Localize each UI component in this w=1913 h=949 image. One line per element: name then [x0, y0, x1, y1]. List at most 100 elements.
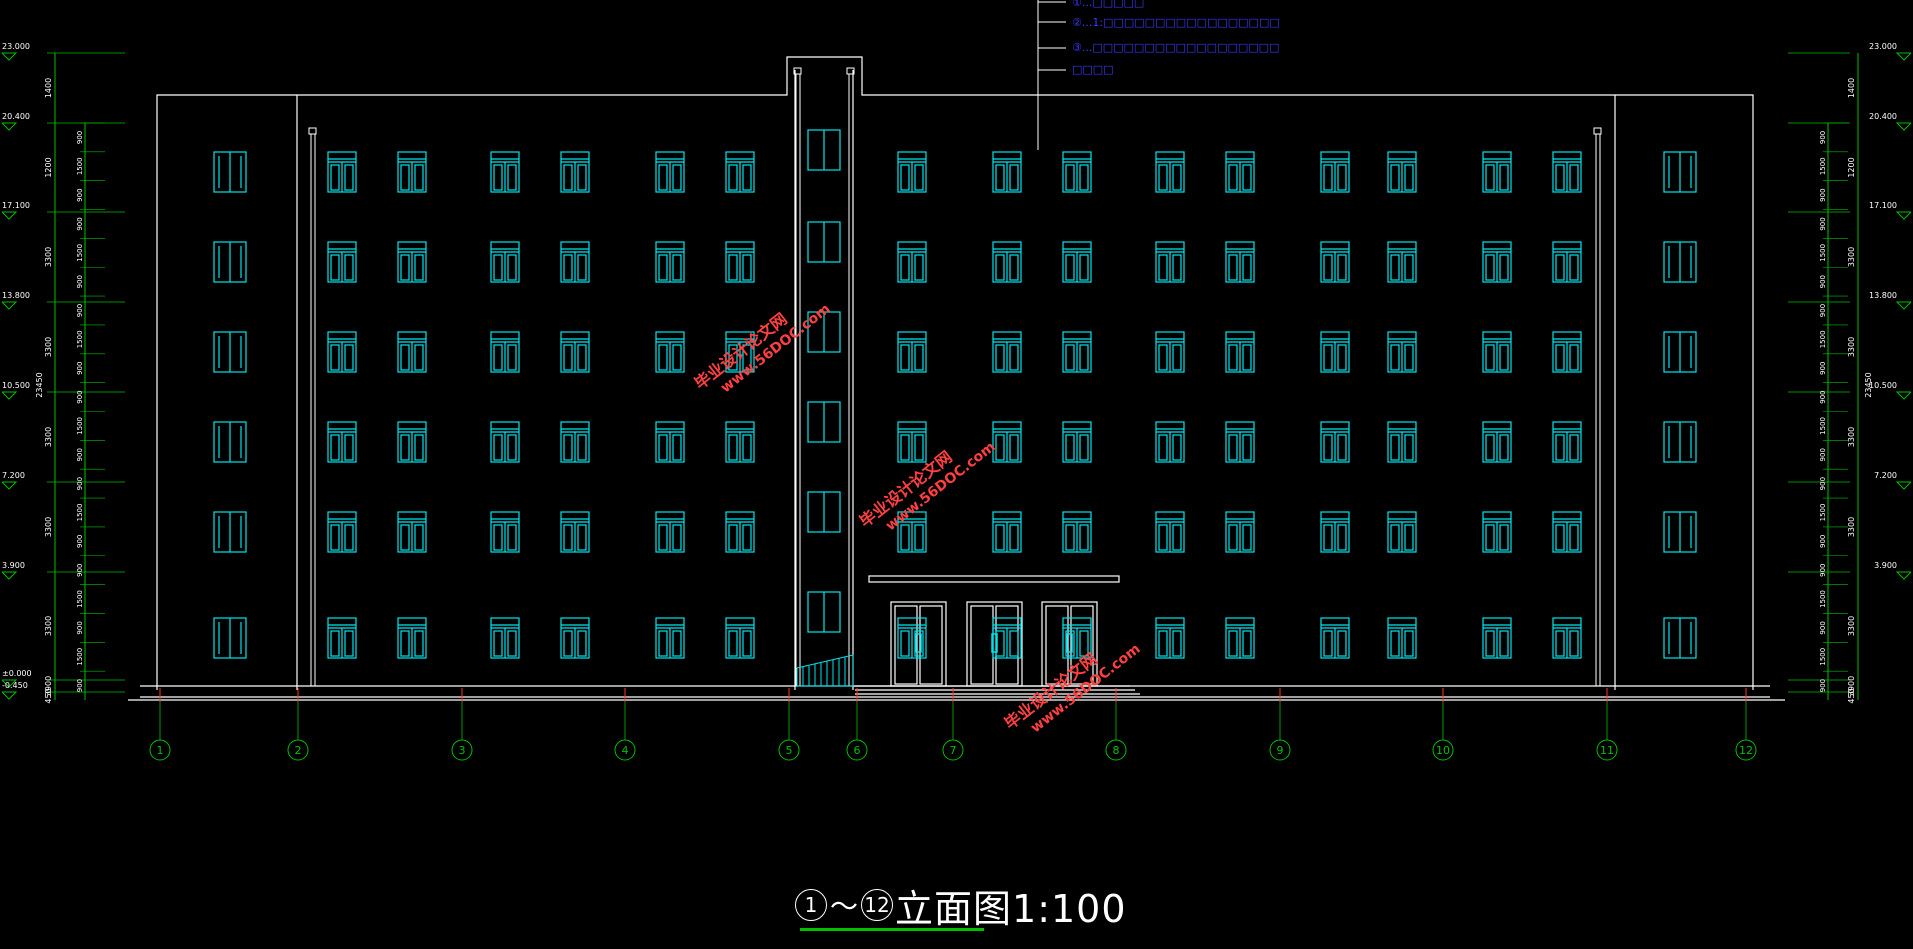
elevation-label: 13.800 — [2, 291, 30, 300]
elevation-label: 23.000 — [1869, 42, 1897, 51]
elevation-mark: 13.800 — [1, 291, 30, 310]
axis-label: 7 — [950, 744, 957, 757]
window — [560, 331, 590, 373]
dimension-label: 900 — [1819, 275, 1827, 288]
stair-window — [807, 491, 841, 533]
dimension-label: 1500 — [1819, 244, 1827, 262]
window — [897, 241, 927, 283]
dimension-label: 3900 — [44, 676, 53, 696]
window — [1482, 331, 1512, 373]
window — [725, 617, 755, 659]
note-4: □□□□ — [1072, 63, 1114, 76]
window — [992, 331, 1022, 373]
window — [1663, 511, 1697, 553]
dimension-label: 3300 — [1847, 337, 1856, 357]
elevation-label: 7.200 — [2, 471, 25, 480]
dimension-label: 1200 — [1847, 157, 1856, 177]
window — [327, 511, 357, 553]
dimension-label: 3300 — [44, 427, 53, 447]
window — [1387, 617, 1417, 659]
window — [1482, 421, 1512, 463]
stair-window — [807, 129, 841, 171]
dimension-label: 3300 — [1847, 616, 1856, 636]
window — [1225, 241, 1255, 283]
window — [397, 331, 427, 373]
window — [725, 151, 755, 193]
window — [1552, 331, 1582, 373]
window — [1552, 151, 1582, 193]
window — [213, 617, 247, 659]
window — [1482, 241, 1512, 283]
window — [397, 421, 427, 463]
window — [560, 617, 590, 659]
window — [1663, 331, 1697, 373]
window — [1225, 421, 1255, 463]
window — [213, 331, 247, 373]
dimension-label: 1500 — [1819, 157, 1827, 175]
window — [327, 151, 357, 193]
title-tilde: ～ — [830, 890, 859, 923]
axis-bubble-11: 11 — [1596, 688, 1618, 761]
drawing-title: 1 ～ 12 立面图1:100 — [795, 880, 1127, 931]
elevation-mark: 20.400 — [1869, 112, 1912, 131]
entrance-door-3 — [1041, 601, 1098, 687]
window — [1482, 151, 1512, 193]
window — [1552, 241, 1582, 283]
dimension-label: 1500 — [76, 330, 84, 348]
elevation-label: 13.800 — [1869, 291, 1897, 300]
window — [1320, 511, 1350, 553]
dimension-label: 900 — [1819, 390, 1827, 403]
window — [1552, 511, 1582, 553]
elevation-mark: -0.450 — [1, 681, 28, 700]
window — [490, 331, 520, 373]
dimension-label: 900 — [1819, 131, 1827, 144]
axis-label: 10 — [1436, 744, 1450, 757]
window — [992, 241, 1022, 283]
window — [1062, 511, 1092, 553]
entrance-door-1 — [890, 601, 947, 687]
dimension-label: 450 — [1847, 688, 1856, 703]
dimension-label: 1400 — [1847, 78, 1856, 98]
dimension-label: 900 — [76, 448, 84, 461]
axis-label: 9 — [1277, 744, 1284, 757]
window — [1663, 151, 1697, 193]
note-3: ③...□□□□□□□□□□□□□□□□□□ — [1072, 41, 1279, 54]
window — [992, 151, 1022, 193]
window — [1663, 617, 1697, 659]
window — [897, 511, 927, 553]
axis-bubble-10: 10 — [1432, 688, 1454, 761]
dimension-label: 1400 — [44, 78, 53, 98]
elevation-mark: 3.900 — [1874, 561, 1912, 580]
elevation-label: 17.100 — [1869, 201, 1897, 210]
axis-start-bubble: 1 — [795, 889, 827, 921]
elevation-mark: 20.400 — [1, 112, 30, 131]
window — [397, 511, 427, 553]
axis-bubble-12: 12 — [1735, 688, 1757, 761]
axis-label: 6 — [854, 744, 861, 757]
elevation-mark: 13.800 — [1869, 291, 1912, 310]
dimension-label: 3300 — [1847, 517, 1856, 537]
dimension-label: 900 — [1819, 563, 1827, 576]
dimension-label: 900 — [1819, 535, 1827, 548]
elevation-mark: 17.100 — [1, 201, 30, 220]
dimension-label: 1500 — [76, 244, 84, 262]
axis-label: 12 — [1739, 744, 1753, 757]
dimension-label: 1500 — [76, 648, 84, 666]
total-height-label: 23450 — [35, 372, 44, 397]
window — [1387, 421, 1417, 463]
dimension-label: 1500 — [1819, 417, 1827, 435]
window — [992, 421, 1022, 463]
window — [213, 421, 247, 463]
dimension-label: 450 — [44, 688, 53, 703]
axis-bubble-4: 4 — [614, 688, 636, 761]
dimension-label: 1500 — [1819, 504, 1827, 522]
window — [1155, 617, 1185, 659]
window — [397, 617, 427, 659]
window — [1155, 421, 1185, 463]
total-height-label: 23450 — [1864, 372, 1873, 397]
window — [992, 617, 1022, 659]
dimension-lines: 23.00020.40017.10013.80010.5007.2003.900… — [1, 42, 1912, 704]
window — [327, 241, 357, 283]
dimension-label: 1500 — [1819, 330, 1827, 348]
dimension-label: 1500 — [1819, 590, 1827, 608]
